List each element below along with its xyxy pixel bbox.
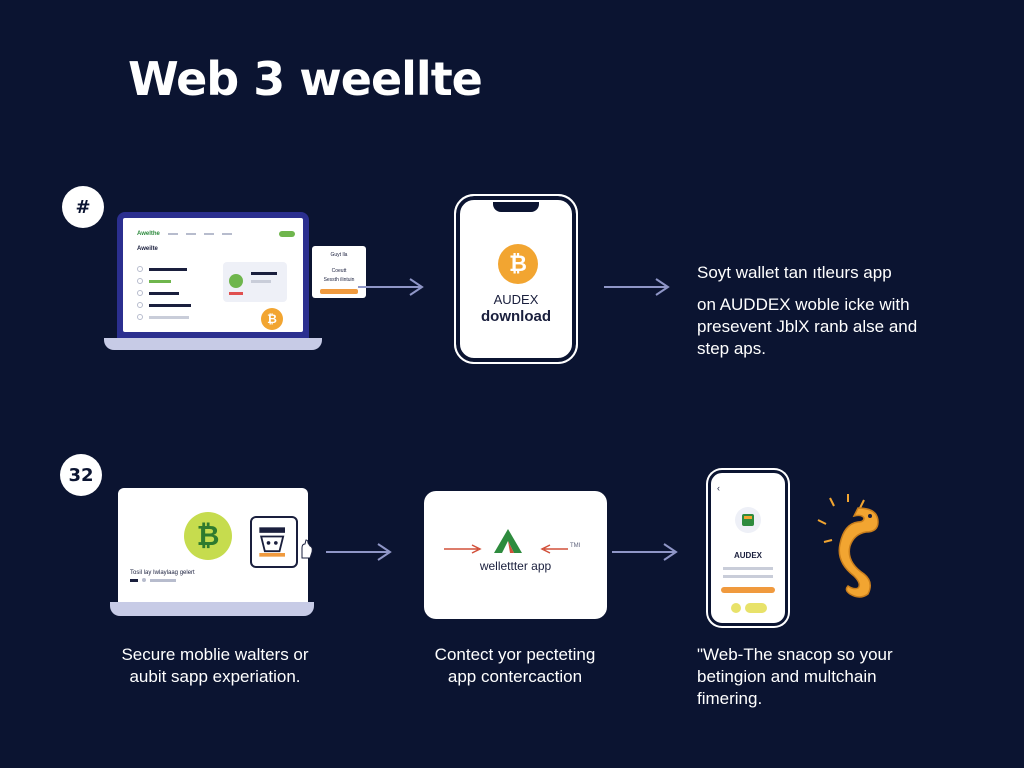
- phone-illustration: ₿ AUDEX download: [454, 194, 578, 364]
- arrow-right-icon: [324, 540, 394, 564]
- caption-line: app contercaction: [447, 667, 583, 686]
- bitcoin-icon: ₿: [498, 244, 538, 284]
- step-badge-1: #: [62, 186, 104, 228]
- caption-line: "Web-The snacop so your: [697, 645, 893, 664]
- phone-notch: [493, 202, 539, 212]
- arrow-right-icon: [610, 540, 680, 564]
- caption-line: Secure moblie walters or: [121, 645, 309, 664]
- arrow-right-icon: [356, 275, 426, 299]
- app-card: TMI wellettter app: [424, 491, 607, 619]
- mini-navbar: Awelthe: [137, 230, 295, 238]
- phone-brand: AUDEX: [733, 551, 762, 560]
- laptop-illustration: ₿ Tosil lay Iwlaylaag gelert: [118, 488, 308, 602]
- snake-mascot-icon: [814, 490, 890, 602]
- step-badge-2: 32: [60, 454, 102, 496]
- phone-primary-button: [721, 587, 775, 593]
- laptop-base: [104, 338, 322, 350]
- laptop-subline: [130, 578, 176, 582]
- phone-brand: AUDEX: [493, 292, 539, 307]
- popup-button: [320, 289, 358, 294]
- laptop-caption: Tosil lay Iwlaylaag gelert: [130, 570, 195, 576]
- download-label: download: [481, 308, 551, 325]
- laptop-base: [110, 602, 314, 616]
- description-line: step aps.: [697, 339, 766, 358]
- arrow-in-right-icon: [538, 541, 568, 554]
- mini-list-row: [137, 290, 179, 296]
- phone-field: [723, 575, 773, 578]
- description-line: on AUDDEX woble icke with: [697, 295, 910, 314]
- mini-list-row: [137, 278, 171, 284]
- laptop-illustration: Awelthe Aweilte ₿: [117, 212, 309, 338]
- step-2-caption-3: "Web-The snacop so your betingion and mu…: [697, 644, 937, 710]
- phone-secondary-button: [731, 603, 741, 613]
- description-line: Soyt wallet tan ıtleurs app: [697, 263, 892, 282]
- step-2-caption-2: Contect yor pecteting app contercaction: [410, 644, 620, 688]
- caption-line: fimering.: [697, 689, 763, 708]
- popup-line: Coeutt: [331, 268, 347, 274]
- popup-line: Sessth ilintuin: [323, 277, 355, 283]
- mini-nav-item: [185, 233, 196, 235]
- page-title: Web 3 weellte: [128, 52, 483, 106]
- hand-pointer-icon: [298, 538, 314, 560]
- mini-nav-item: [203, 233, 214, 235]
- caption-line: aubit sapp experiation.: [129, 667, 301, 686]
- laptop-screen: Awelthe Aweilte ₿: [123, 218, 303, 332]
- mini-nav-button: [279, 231, 295, 237]
- phone-illustration: ‹ AUDEX: [708, 470, 788, 626]
- mini-list-row: [137, 302, 191, 308]
- mini-list-row: [137, 266, 187, 272]
- mini-logo: Awelthe: [137, 231, 160, 237]
- step-1-description: Soyt wallet tan ıtleurs app on AUDDEX wo…: [697, 262, 977, 360]
- phone-field: [723, 567, 773, 570]
- phone-secondary-button: [745, 603, 767, 613]
- popup-card: Guyt lla Coeutt Sessth ilintuin: [312, 246, 366, 298]
- app-card-label: wellettter app: [479, 559, 552, 573]
- mini-card: [223, 262, 287, 302]
- mini-nav-item: [167, 233, 178, 235]
- mini-heading: Aweilte: [137, 246, 158, 252]
- caption-line: Contect yor pecteting: [434, 645, 596, 664]
- bitcoin-icon: ₿: [261, 308, 283, 330]
- wallet-shop-icon: [250, 516, 298, 568]
- bitcoin-icon: ₿: [184, 512, 232, 560]
- wallet-app-icon: [735, 507, 761, 533]
- description-line: presevent JblX ranb alse and: [697, 317, 918, 336]
- leaf-icon: [229, 274, 243, 288]
- card-tag: TMI: [570, 543, 581, 549]
- app-logo-icon: [492, 527, 524, 555]
- mini-nav-item: [221, 233, 232, 235]
- back-arrow-icon: ‹: [717, 483, 720, 493]
- caption-line: betingion and multchain: [697, 667, 877, 686]
- arrow-in-left-icon: [444, 541, 484, 554]
- step-2-caption-1: Secure moblie walters or aubit sapp expe…: [104, 644, 326, 688]
- popup-line: Guyt lla: [330, 252, 348, 258]
- arrow-right-icon: [602, 275, 672, 299]
- mini-list-row: [137, 314, 189, 320]
